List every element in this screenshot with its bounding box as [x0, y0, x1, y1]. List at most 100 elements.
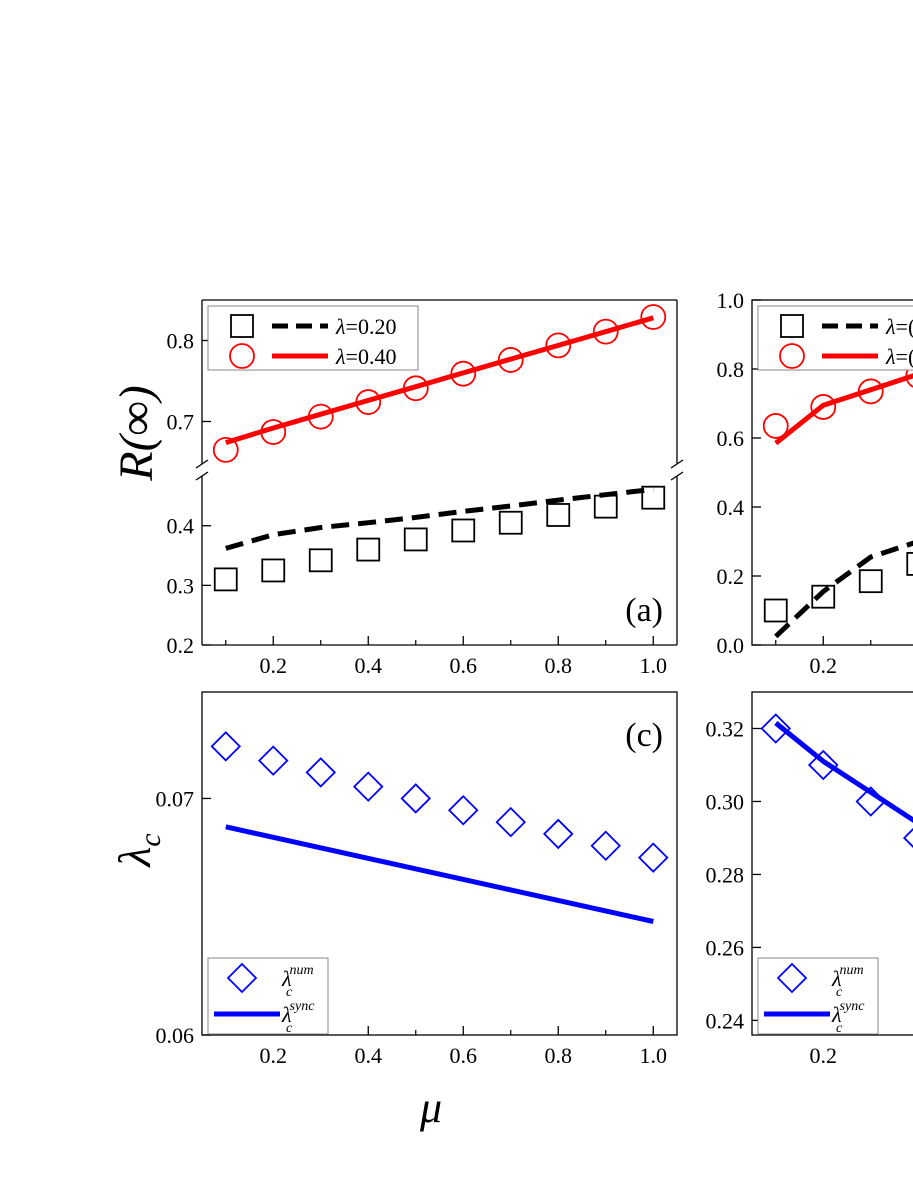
panel-a-break-mark	[670, 471, 684, 481]
panel-c-legend-sub-1: c	[286, 1021, 293, 1036]
data-point-diamond-0	[776, 962, 808, 994]
data-point-square-2	[858, 569, 883, 594]
data-point-circle-0	[779, 343, 805, 369]
panel-a-legend-label-1: λ=0.40	[335, 344, 396, 369]
panel-a-upper-ytick-label-1: 0.8	[167, 329, 195, 354]
panel-b-ytick-label-0: 0.0	[717, 633, 745, 658]
data-point-diamond-3	[352, 771, 384, 802]
series-panel-d-0	[760, 713, 913, 848]
panel-a-legend-symbol-0: λ	[335, 314, 346, 339]
panel-a-legend-symbol-1: λ	[335, 344, 346, 369]
panel-d-legend-sub-0: c	[836, 985, 843, 1000]
panel-d-legend-sub-1: c	[836, 1021, 843, 1036]
series-panel-c-1	[225, 824, 654, 924]
data-point-square-1	[811, 584, 836, 609]
y-axis-title-bottom-sub: c	[134, 833, 167, 846]
series-line-panel-b-1	[774, 540, 913, 639]
panel-d-frame	[751, 691, 913, 1036]
series-panel-b-3	[774, 373, 913, 446]
panel-a-legend-entry-1: λ=0.40	[229, 343, 396, 369]
data-point-square-0	[780, 314, 804, 338]
panel-d-legend-sup-1: sync	[840, 999, 866, 1014]
panel-a-lower-ytick-label-1: 0.3	[167, 573, 195, 598]
data-point-diamond-7	[542, 818, 574, 850]
data-point-diamond-0	[210, 731, 242, 762]
panel-b-ytick-label-5: 1.0	[717, 288, 745, 313]
panel-c-xtick-label-2: 0.6	[450, 1043, 478, 1068]
series-line-panel-a-3	[225, 315, 654, 445]
data-point-square-3	[906, 552, 913, 576]
panel-b-legend-box	[757, 305, 913, 371]
data-point-diamond-2	[305, 757, 337, 788]
x-axis-title: μ	[419, 1083, 442, 1132]
panel-d-legend-symbol-1: λ	[831, 1002, 842, 1027]
panel-d-xtick-label-0: 0.2	[810, 1043, 838, 1068]
panel-c-legend-symbol-0: λ	[281, 966, 292, 991]
panel-c-legend-box	[207, 957, 329, 1035]
data-point-diamond-4	[400, 783, 432, 814]
axes-frames	[195, 299, 913, 1036]
panel-c-legend-sup-0: num	[290, 963, 314, 978]
panel-d-legend-box	[757, 957, 879, 1035]
data-point-circle-5	[450, 360, 477, 387]
panel-a-xtick-label-3: 0.8	[545, 653, 573, 678]
panel-b-legend-symbol-0: λ	[885, 314, 896, 339]
panel-d-ytick-label-2: 0.28	[706, 862, 745, 887]
panel-b-legend-symbol-1: λ	[885, 344, 896, 369]
data-point-circle-7	[545, 332, 572, 359]
data-point-square-0	[230, 314, 254, 338]
panel-a-xtick-label-0: 0.2	[260, 653, 288, 678]
data-point-circle-8	[592, 318, 619, 345]
data-point-square-2	[308, 548, 333, 573]
data-point-diamond-9	[637, 842, 669, 873]
data-point-diamond-8	[590, 830, 622, 862]
panel-a-lower-ytick-label-0: 0.2	[167, 633, 195, 658]
panel-a-legend-box	[207, 305, 419, 371]
data-point-circle-1	[810, 394, 837, 420]
panel-b-legend-entry-1: λ=(	[779, 343, 913, 369]
panel-b-legend-value-0: =(	[896, 314, 913, 339]
data-point-circle-0	[212, 436, 239, 463]
data-point-diamond-1	[807, 749, 839, 781]
panel-d-ytick-label-0: 0.24	[706, 1008, 745, 1033]
panel-a-lower-ytick-label-2: 0.4	[167, 514, 195, 539]
panel-a-legend-value-1: =0.40	[346, 344, 397, 369]
data-point-diamond-3	[902, 827, 913, 848]
panel-d-legend-symbol-0: λ	[831, 966, 842, 991]
panel-c-xtick-label-3: 0.8	[545, 1043, 573, 1068]
series-panel-a-0	[213, 485, 666, 592]
panel-a-xtick-label-4: 1.0	[640, 653, 668, 678]
data-point-square-6	[498, 510, 523, 535]
panel-b-legend-label-0: λ=(	[885, 314, 913, 339]
panel-d-legend-label-0: λnum	[831, 963, 864, 991]
panel-d-legend-label-1: λsync	[831, 999, 865, 1027]
series-panel-a-3	[225, 315, 654, 445]
y-axis-title-bottom: λc	[109, 833, 167, 868]
panel-c-legend-label-0: λnum	[281, 963, 314, 991]
series-panel-a-1	[225, 486, 654, 551]
y-axis-title-bottom-base: λ	[109, 847, 160, 869]
data-point-square-1	[261, 558, 286, 583]
panel-c-legend-sub-0: c	[286, 985, 293, 1000]
panel-c-xtick-label-0: 0.2	[260, 1043, 288, 1068]
panel-a-legend-value-0: =0.20	[346, 314, 397, 339]
panel-a-break-mark	[670, 459, 684, 469]
panel-a-xtick-label-2: 0.6	[450, 653, 478, 678]
series-line-panel-d-1	[774, 721, 913, 823]
series-panel-b-0	[763, 552, 913, 623]
series-panel-d-1	[774, 721, 913, 823]
data-point-square-0	[213, 567, 238, 592]
data-point-square-5	[451, 518, 476, 543]
panel-b-ytick-label-1: 0.2	[717, 564, 745, 589]
data-point-square-8	[593, 494, 618, 519]
panel-a-upper-ytick-label-0: 0.7	[167, 410, 195, 435]
panel-b-ytick-label-3: 0.6	[717, 426, 745, 451]
panel-c-ytick-label-1: 0.07	[156, 786, 195, 811]
data-point-circle-0	[762, 413, 789, 439]
panel-a-panel-label: (a)	[625, 592, 663, 629]
panel-d-legend-sup-0: num	[840, 963, 864, 978]
